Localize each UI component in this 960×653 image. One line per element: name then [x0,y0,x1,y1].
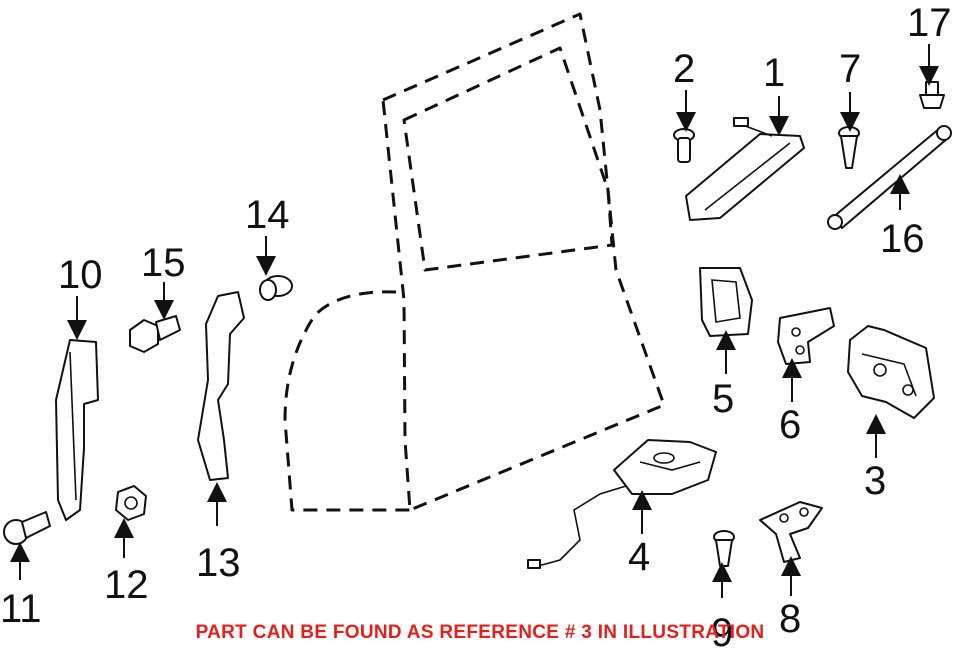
callout-3: 3 [864,459,886,503]
pin-part[interactable] [713,530,735,567]
callout-7: 7 [839,47,861,91]
callout-10: 10 [58,253,103,297]
callout-4: 4 [628,535,650,579]
outside-handle-part[interactable] [685,117,805,221]
bracket-strip-part[interactable] [197,291,245,481]
callout-2: 2 [673,47,695,91]
bolt-part[interactable] [3,511,51,545]
door-lock-part[interactable] [847,325,935,419]
callout-8: 8 [779,597,801,641]
nut-part[interactable] [115,485,147,521]
callout-13: 13 [196,541,241,585]
callout-15: 15 [141,241,186,285]
callout-12: 12 [104,563,149,607]
lock-bracket-part[interactable] [699,267,753,337]
callout-5: 5 [712,377,734,421]
callout-9: 9 [711,611,733,653]
callout-1: 1 [763,51,785,95]
door-outline [283,12,666,512]
callout-16: 16 [880,217,925,261]
rivet-part[interactable] [259,275,293,301]
leader-lines [10,44,939,598]
stud-part[interactable] [919,81,945,109]
latch-part[interactable] [527,439,717,569]
trim-strip-part[interactable] [55,339,99,521]
handle-screw-part[interactable] [673,128,695,163]
clip-part[interactable] [838,126,860,169]
callout-6: 6 [779,403,801,447]
striker-part[interactable] [759,501,823,563]
callout-14: 14 [245,193,290,237]
callout-11: 11 [0,587,42,631]
reference-note: PART CAN BE FOUND AS REFERENCE # 3 IN IL… [195,622,765,643]
collar-bolt-part[interactable] [129,315,181,353]
callout-17: 17 [907,1,952,45]
hinge-part[interactable] [777,307,835,365]
